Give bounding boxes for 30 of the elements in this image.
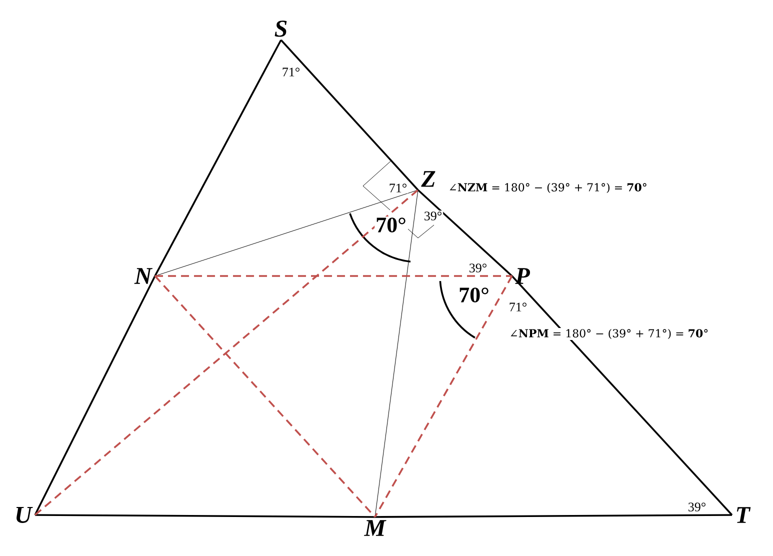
triangle-side [35, 514, 376, 518]
angle-formula: ∠NZM = 180° − (39° + 71°) = 70° [447, 182, 648, 194]
triangle-side [34, 276, 156, 516]
segment [154, 190, 418, 276]
dashed-segment [34, 189, 419, 516]
point-label: P [515, 268, 530, 284]
point-label: N [134, 268, 152, 284]
angle-label: 39° [686, 502, 708, 512]
angle-label: 39° [468, 262, 488, 274]
point-label: M [364, 520, 386, 536]
triangle-side [154, 40, 282, 276]
point-label: T [736, 507, 751, 523]
point-label: U [16, 507, 33, 523]
angle-label: 70° [374, 216, 408, 234]
angle-label: 71° [280, 66, 302, 78]
triangle-side [511, 275, 733, 516]
triangle-side [417, 189, 513, 277]
angle-label: 39° [422, 210, 444, 222]
angle-formula: ∠NPM = 180° − (39° + 71°) = 70° [508, 328, 710, 340]
dashed-segment [154, 275, 376, 518]
dashed-segment [155, 275, 512, 277]
angle-label: 71° [508, 302, 528, 312]
point-label: Z [421, 171, 436, 187]
angle-label: 71° [388, 182, 408, 194]
triangle-side [280, 39, 419, 191]
point-label: S [274, 20, 287, 37]
triangle-side [375, 514, 732, 518]
segment [374, 190, 418, 518]
dashed-segment [374, 276, 513, 518]
angle-label: 70° [458, 286, 490, 304]
